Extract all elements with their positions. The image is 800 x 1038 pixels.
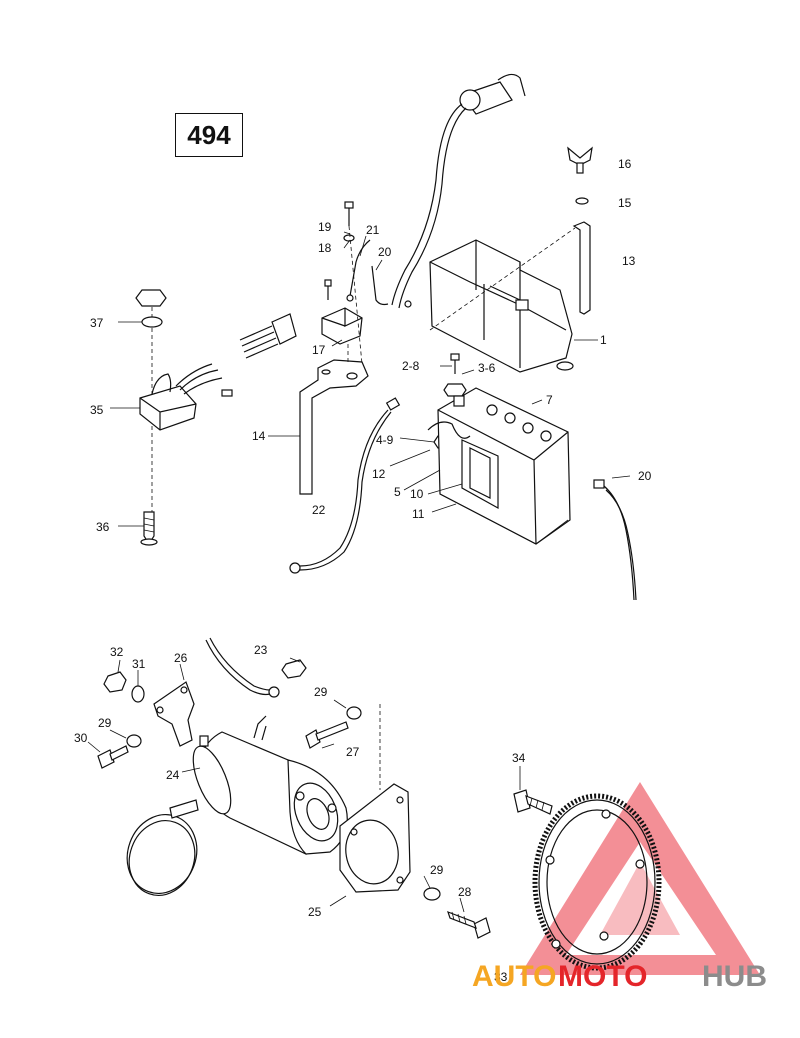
- leader-lines: [87, 231, 631, 913]
- bolt-2-8: [450, 353, 460, 374]
- washer-31: [131, 685, 145, 703]
- watermark-logo-icon: [520, 782, 760, 975]
- ring-gear-33: [532, 793, 662, 971]
- cable-22: [289, 397, 401, 574]
- label-2-8: 2-8: [402, 359, 420, 373]
- label-7: 7: [546, 393, 553, 407]
- washer-37: [141, 316, 163, 328]
- watermark-text: AUTO MOTO HUB: [472, 960, 767, 993]
- bolt-34: [513, 789, 553, 815]
- part-labels: 1 2-8 3-6 4-9 5 7 10 11 12 13 14 15 16 1…: [74, 157, 652, 984]
- label-15: 15: [618, 196, 632, 210]
- washer-29-top: [346, 706, 362, 720]
- label-12: 12: [372, 467, 386, 481]
- solenoid-17: [321, 279, 363, 345]
- label-20-right: 20: [638, 469, 652, 483]
- washer-29-left: [126, 734, 142, 748]
- label-16: 16: [618, 157, 632, 171]
- label-30: 30: [74, 731, 88, 745]
- label-21: 21: [366, 223, 380, 237]
- battery-cover: [429, 239, 574, 373]
- diagram-number-box: 494: [175, 113, 243, 157]
- label-23: 23: [254, 643, 268, 657]
- label-34: 34: [512, 751, 526, 765]
- label-27: 27: [346, 745, 360, 759]
- battery-7: [427, 387, 571, 545]
- hose-clamp: [126, 799, 199, 896]
- bracket-26: [153, 681, 195, 747]
- label-18: 18: [318, 241, 332, 255]
- label-35: 35: [90, 403, 104, 417]
- label-31: 31: [132, 657, 146, 671]
- nut-23: [281, 659, 307, 679]
- label-22: 22: [312, 503, 326, 517]
- label-5: 5: [394, 485, 401, 499]
- label-29-top: 29: [314, 685, 328, 699]
- label-33: 33: [494, 970, 508, 984]
- label-14: 14: [252, 429, 266, 443]
- label-17: 17: [312, 343, 326, 357]
- washer-15: [575, 197, 589, 205]
- cable-20: [593, 479, 637, 601]
- starter-cable: [205, 637, 280, 698]
- wiring-connector: [239, 313, 297, 359]
- label-28: 28: [458, 885, 472, 899]
- bolt-19: [344, 201, 354, 226]
- label-1: 1: [600, 333, 607, 347]
- washer-29-bottom: [423, 887, 441, 901]
- bolt-30: [97, 745, 129, 769]
- bolt-27: [305, 721, 349, 749]
- label-37: 37: [90, 316, 104, 330]
- cable-21: [346, 239, 412, 308]
- label-20-top: 20: [378, 245, 392, 259]
- nut-37: [135, 289, 167, 307]
- ignition-switch: [391, 73, 526, 309]
- bracket-14: [299, 359, 369, 495]
- screw-36: [140, 511, 158, 546]
- watermark-hub: HUB: [702, 960, 767, 993]
- watermark-moto: MOTO: [558, 960, 647, 993]
- label-24: 24: [166, 768, 180, 782]
- label-11: 11: [412, 507, 425, 521]
- watermark-auto: AUTO: [472, 960, 556, 993]
- voltage-regulator-35: [139, 363, 233, 431]
- nut-32: [103, 671, 127, 693]
- diagram-number: 494: [187, 119, 231, 150]
- mounting-plate-25: [339, 783, 411, 893]
- starter-motor-24: [192, 715, 348, 855]
- battery-strap-13: [572, 221, 591, 315]
- label-10: 10: [410, 487, 424, 501]
- bolt-28: [447, 910, 491, 939]
- nut-3-6: [443, 383, 467, 397]
- label-36: 36: [96, 520, 110, 534]
- label-4-9: 4-9: [376, 433, 394, 447]
- label-13: 13: [622, 254, 636, 268]
- label-19: 19: [318, 220, 332, 234]
- wing-nut: [567, 146, 593, 174]
- label-25: 25: [308, 905, 322, 919]
- label-29-bottom: 29: [430, 863, 444, 877]
- label-32: 32: [110, 645, 124, 659]
- label-26: 26: [174, 651, 188, 665]
- label-29-left: 29: [98, 716, 112, 730]
- label-3-6: 3-6: [478, 361, 496, 375]
- washer-18: [343, 234, 355, 242]
